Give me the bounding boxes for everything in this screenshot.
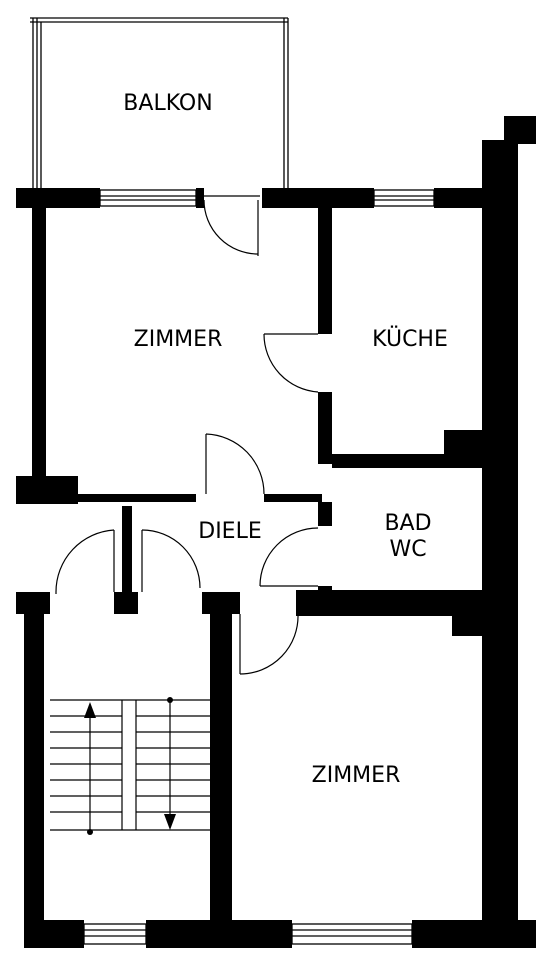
room-label-wc: WC <box>389 537 426 562</box>
room-label-kueche: KÜCHE <box>372 326 448 352</box>
stair-markers <box>84 697 176 835</box>
windows <box>83 189 435 945</box>
room-label-bad: BAD <box>384 511 431 536</box>
room-label-balkon: BALKON <box>123 91 212 116</box>
room-label-zimmer-bottom: ZIMMER <box>312 763 401 788</box>
balcony <box>30 17 289 188</box>
room-label-zimmer-top: ZIMMER <box>134 327 223 352</box>
room-label-diele: DIELE <box>198 519 262 544</box>
walls <box>16 116 536 948</box>
doors <box>55 195 319 675</box>
staircase <box>50 699 210 832</box>
